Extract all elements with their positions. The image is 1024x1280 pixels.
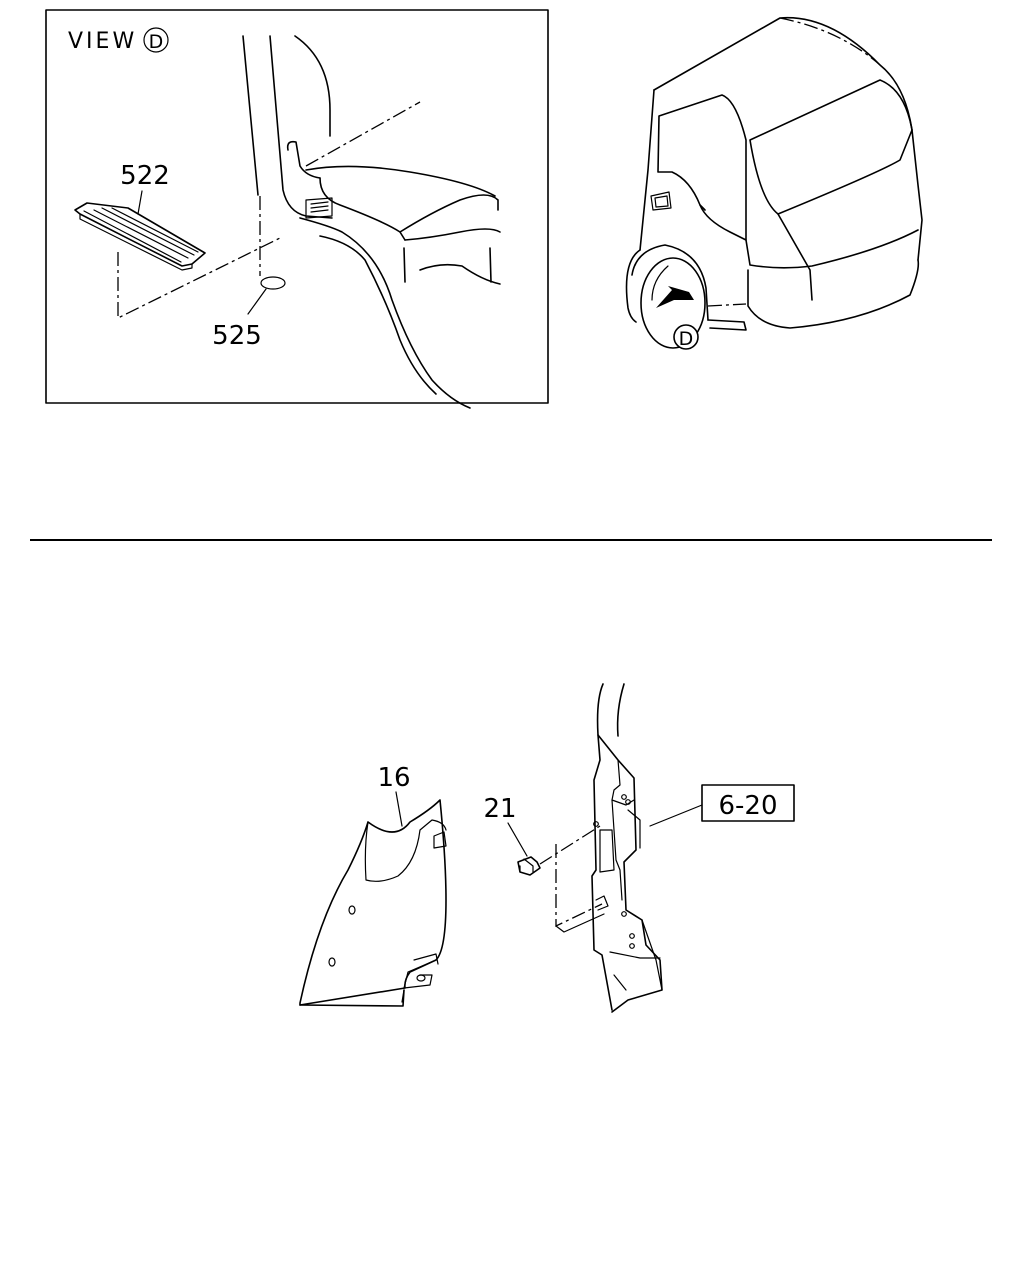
callout-522: 522 [120,161,170,191]
reference-box [701,784,795,822]
step-plate-522 [74,202,206,271]
leader-6-20 [649,804,703,827]
callout-525: 525 [212,321,262,351]
arrow-marker-letter: D [679,328,694,350]
plug-525 [260,276,286,290]
seat-body-outline [242,35,501,409]
cover-16 [299,799,447,1007]
view-label-text: VIEW [68,29,137,54]
view-label-circle [143,27,169,53]
view-label-letter: D [149,31,164,53]
leader-525 [247,288,267,315]
direction-arrow-icon [656,286,694,308]
callout-21: 21 [483,794,516,824]
leader-16 [395,791,403,827]
clip-21 [517,825,601,876]
assembly-line-522 [117,237,281,320]
leader-522 [137,190,143,215]
detail-frame [45,9,549,404]
leader-21 [507,822,528,857]
view-d-detail-panel: VIEW D [45,9,549,409]
truck-cab-illustration: D [625,16,923,350]
reference-text: 6-20 [718,791,777,821]
callout-16: 16 [377,763,410,793]
pillar-assembly [555,683,663,1013]
arrow-marker-circle [673,324,699,350]
